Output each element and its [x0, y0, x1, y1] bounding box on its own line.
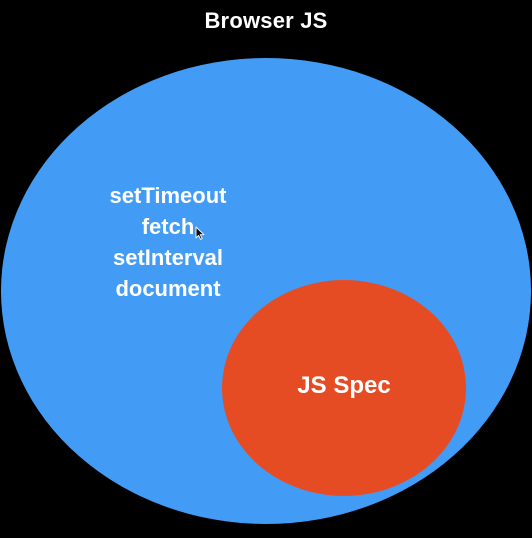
js-spec-circle: [222, 280, 466, 496]
browser-api-list: setTimeout fetch setInterval document: [90, 180, 246, 304]
api-item-setinterval: setInterval: [112, 245, 224, 270]
diagram-title: Browser JS: [204, 8, 328, 33]
api-item-document: document: [115, 276, 221, 301]
js-spec-label: JS Spec: [297, 372, 391, 399]
api-item-fetch: fetch: [141, 214, 195, 239]
mouse-cursor-icon: [195, 226, 205, 240]
api-item-settimeout: setTimeout: [109, 183, 227, 208]
